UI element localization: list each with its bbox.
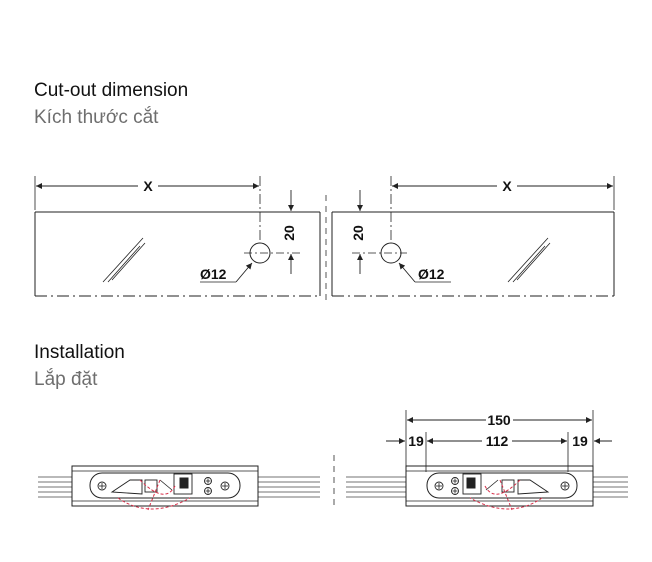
right-connector bbox=[405, 465, 594, 507]
overall-label: 150 bbox=[487, 412, 511, 428]
left-end-label: 19 bbox=[408, 433, 424, 449]
right-width-label: X bbox=[502, 178, 512, 194]
middle-label: 112 bbox=[486, 433, 509, 449]
right-offset-label: 20 bbox=[350, 225, 366, 241]
installation-glass-left bbox=[38, 476, 320, 498]
right-hole bbox=[352, 242, 407, 264]
left-hole bbox=[244, 242, 300, 264]
cutout-left-panel bbox=[34, 211, 321, 297]
installation-subtitle: Lắp đặt bbox=[34, 369, 98, 390]
right-hole-label: Ø12 bbox=[418, 266, 445, 282]
cutout-title: Cut-out dimension bbox=[34, 80, 189, 101]
right-hole-leader bbox=[398, 262, 451, 283]
left-connector-swing-path bbox=[117, 479, 191, 511]
installation-dimension-lines bbox=[405, 410, 594, 472]
cutout-subtitle: Kích thước cắt bbox=[34, 107, 159, 128]
installation-glass-right bbox=[346, 476, 628, 498]
left-hole-leader bbox=[200, 262, 253, 283]
left-connector bbox=[71, 465, 259, 507]
cutout-right-panel bbox=[331, 211, 615, 297]
left-offset-label: 20 bbox=[281, 225, 297, 241]
right-end-label: 19 bbox=[572, 433, 588, 449]
left-width-label: X bbox=[143, 178, 153, 194]
right-connector-swing-path bbox=[469, 479, 543, 511]
installation-title: Installation bbox=[34, 342, 125, 363]
left-hole-label: Ø12 bbox=[200, 266, 227, 282]
